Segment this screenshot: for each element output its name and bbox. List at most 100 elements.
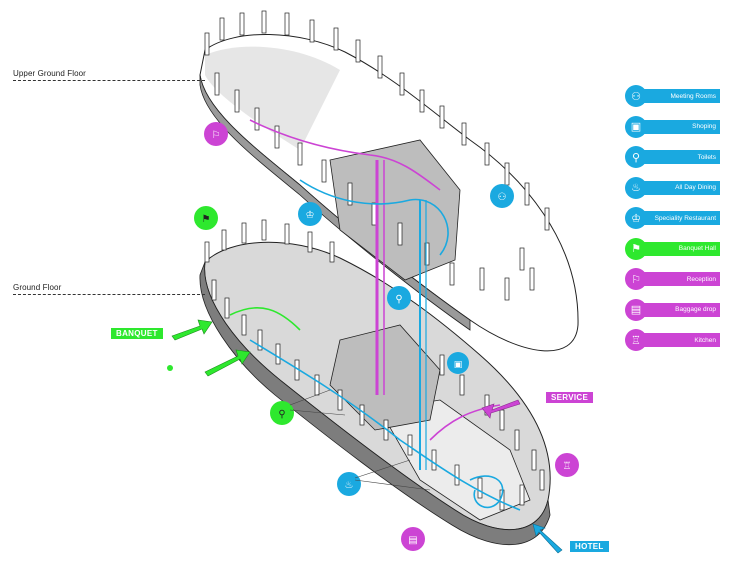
svg-text:▣: ▣ <box>454 360 463 370</box>
legend-label: Shoping <box>636 119 720 134</box>
marker-shopping <box>447 352 469 374</box>
ground-lobby <box>379 399 531 521</box>
ground-core <box>329 324 441 431</box>
column-fin <box>214 72 220 96</box>
column-fin <box>519 247 525 271</box>
svg-text:♔: ♔ <box>306 210 315 221</box>
column-fin <box>539 469 545 491</box>
banquet-arrow-2 <box>204 349 251 377</box>
flow-cyan-ground <box>249 339 521 511</box>
flow-cyan-lobby <box>469 475 504 509</box>
upper-slab-edge <box>199 74 471 331</box>
column-fin <box>461 122 467 146</box>
column-fin <box>355 39 361 63</box>
column-fin <box>297 142 303 166</box>
legend-item: Banquet Hall⚑ <box>625 237 720 269</box>
map-markers: ⚐ ♔ ⚇ ⚑ ⚲ ▣ ⚲ ♨ ♖ ▤ <box>167 122 579 551</box>
column-fin <box>484 142 490 166</box>
column-fin <box>499 409 505 431</box>
column-fin <box>241 222 247 244</box>
flow-magenta-upper <box>249 119 441 191</box>
kitchen-icon: ♖ <box>625 329 647 351</box>
column-fin <box>484 394 490 416</box>
legend-item: Speciality Restaurant♔ <box>625 207 720 238</box>
column-fin <box>431 449 437 471</box>
marker-banquet <box>194 206 218 230</box>
svg-text:⚇: ⚇ <box>498 192 507 203</box>
column-fin <box>309 19 315 43</box>
column-fin <box>307 231 313 253</box>
ground-floor-leader <box>13 294 205 295</box>
banquet-entrance-tag: BANQUET <box>111 328 163 339</box>
column-fin <box>314 374 320 396</box>
column-fin <box>504 277 510 301</box>
column-fin <box>284 223 290 245</box>
column-fin <box>504 162 510 186</box>
marker-toilets-upper <box>387 286 411 310</box>
svg-text:♖: ♖ <box>563 461 572 472</box>
legend-item: Meeting Rooms⚇ <box>625 85 720 116</box>
marker-kitchen <box>555 453 579 477</box>
column-fin <box>274 125 280 149</box>
column-fin <box>524 182 530 206</box>
hotel-entrance-tag: HOTEL <box>570 541 609 552</box>
column-fin <box>519 484 525 506</box>
column-fin <box>359 404 365 426</box>
legend-label: Speciality Restaurant <box>636 211 720 225</box>
column-fin <box>241 314 247 336</box>
svg-text:⚲: ⚲ <box>278 409 285 420</box>
column-fin <box>234 89 240 113</box>
svg-text:⚐: ⚐ <box>212 130 221 141</box>
column-fin <box>211 279 217 301</box>
column-fin <box>424 242 430 266</box>
hotel-arrow <box>532 523 563 554</box>
marker-baggage <box>401 527 425 551</box>
column-fin <box>544 207 550 231</box>
toilet-icon: ⚲ <box>625 146 647 168</box>
column-fin <box>399 72 405 96</box>
legend-label: Banquet Hall <box>636 241 720 256</box>
column-fin <box>377 55 383 79</box>
leader-lines <box>289 389 431 491</box>
legend-item: Toilets⚲ <box>625 146 720 177</box>
reception-icon: ⚐ <box>625 268 647 290</box>
column-fins <box>204 10 550 511</box>
column-fin <box>254 107 260 131</box>
column-fin <box>204 32 210 56</box>
column-fin <box>459 374 465 396</box>
flow-green-ground <box>229 307 301 331</box>
column-fin <box>261 10 267 34</box>
legend-item: Kitchen♖ <box>625 329 720 360</box>
column-fin <box>333 27 339 51</box>
column-fin <box>439 354 445 376</box>
column-fin <box>329 241 335 263</box>
column-fin <box>219 17 225 41</box>
dining-icon: ♨ <box>625 176 647 199</box>
column-fin <box>257 329 263 351</box>
upper-floor-leader <box>13 80 205 81</box>
column-fin <box>221 229 227 251</box>
legend-label: Meeting Rooms <box>636 89 720 103</box>
legend-item: Reception⚐ <box>625 268 720 299</box>
column-fin <box>347 182 353 206</box>
legend-item: Baggage drop▤ <box>625 298 720 330</box>
svg-text:▤: ▤ <box>408 535 417 546</box>
baggage-icon: ▤ <box>625 298 647 321</box>
legend-label: Kitchen <box>636 333 720 347</box>
marker-meeting <box>490 184 514 208</box>
legend-label: Toilets <box>636 150 720 164</box>
column-fin <box>419 89 425 113</box>
column-fin <box>514 429 520 451</box>
meeting-icon: ⚇ <box>625 85 647 107</box>
column-fin <box>371 202 377 226</box>
column-fin <box>224 297 230 319</box>
column-fin <box>477 477 483 499</box>
vertical-cores <box>375 160 427 470</box>
entrance-arrows <box>171 319 563 554</box>
banquet-arrow-1 <box>171 319 213 341</box>
ground-floor-label: Ground Floor <box>13 283 62 292</box>
svg-text:⚑: ⚑ <box>202 214 211 225</box>
shopping-bag-icon: ▣ <box>625 115 647 138</box>
